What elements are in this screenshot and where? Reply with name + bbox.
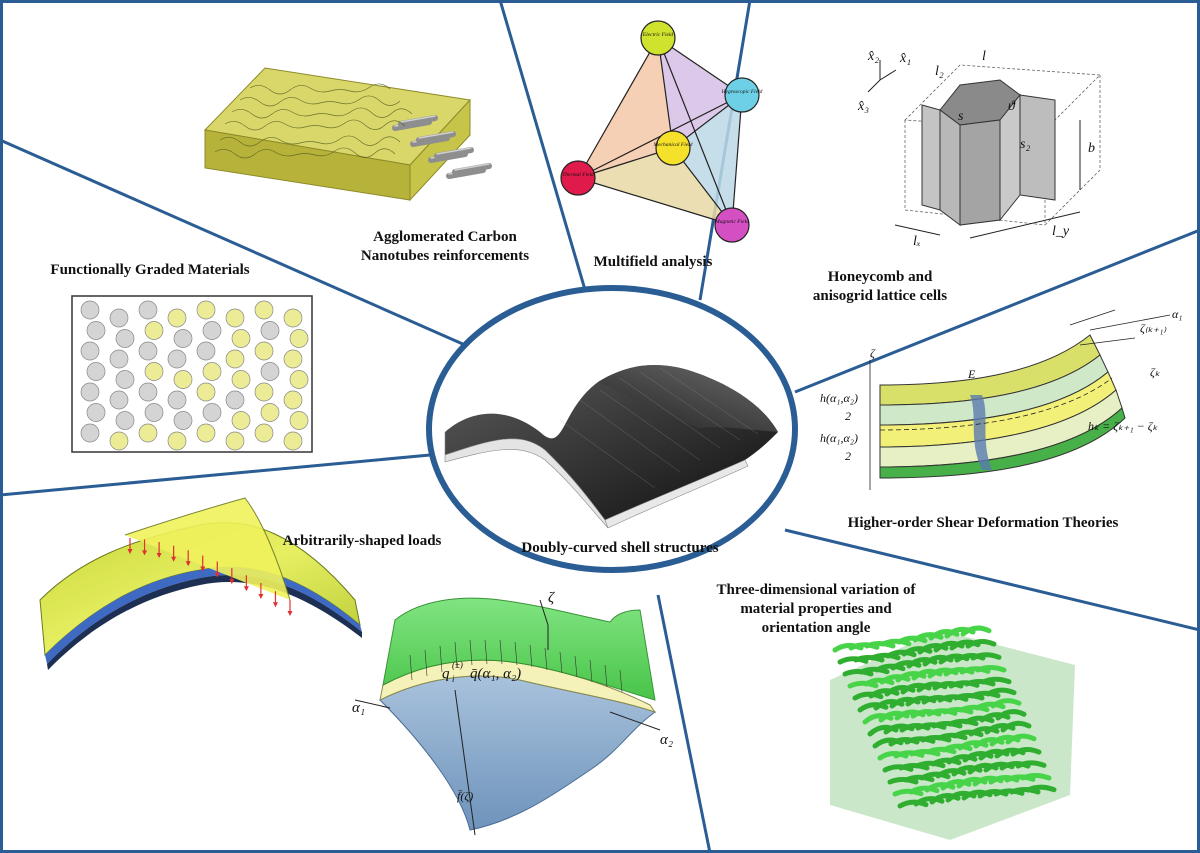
saddle-shell-icon bbox=[444, 365, 778, 529]
zeta-symbol-loads: ζ bbox=[548, 590, 555, 606]
hygroscopic-field-node bbox=[724, 77, 760, 113]
q-subscript: i bbox=[452, 674, 455, 684]
f-zeta-symbol: f̄(ζ) bbox=[457, 789, 473, 803]
x1-symbol: x̂₁ bbox=[899, 51, 911, 66]
alpha1-symbol-loads: α₁ bbox=[352, 700, 365, 716]
mechanical-field-node bbox=[655, 130, 691, 166]
thermal-field-label: Thermal Field bbox=[562, 172, 594, 178]
zeta-k1-symbol: ζ₍ₖ₊₁₎ bbox=[1140, 321, 1167, 335]
cnt-title-line2: Nanotubes reinforcements bbox=[360, 248, 530, 264]
l-symbol: l bbox=[982, 49, 986, 64]
alpha2-symbol-loads: α₂ bbox=[660, 732, 673, 748]
h-top-symbol: h(α₁,α₂) bbox=[820, 391, 858, 405]
electric-field-label: Electric Field bbox=[642, 32, 674, 38]
hygroscopic-field-label: Hygroscopic Field bbox=[721, 89, 763, 95]
variation-title-line3: orientation angle bbox=[761, 620, 871, 636]
variation-title: Three-dimensional variation of material … bbox=[696, 581, 936, 638]
x2-symbol: x̂₂ bbox=[867, 49, 879, 64]
two-bot-symbol: 2 bbox=[845, 449, 851, 463]
mechanical-field-label: Mechanical Field bbox=[653, 142, 693, 148]
loads-title: Arbitrarily-shaped loads bbox=[282, 533, 442, 549]
honeycomb-cell-diagram: x̂₂ x̂₁ x̂₃ l₂ l ϑ s s₂ b lₓ l_y bbox=[857, 49, 1101, 249]
ly-symbol: l_y bbox=[1052, 224, 1070, 239]
electric-field-node bbox=[640, 20, 676, 56]
variation-title-line1: Three-dimensional variation of bbox=[716, 582, 916, 598]
q-function: q̄(α₁, α₂) bbox=[470, 666, 521, 682]
cnt-block-icon bbox=[203, 67, 492, 202]
fgm-title: Functionally Graded Materials bbox=[50, 262, 250, 278]
e-symbol: E bbox=[967, 367, 976, 381]
magnetic-field-node bbox=[714, 207, 750, 243]
multifield-tetrahedron: Electric Field Hygroscopic Field Mechani… bbox=[560, 20, 763, 243]
thermal-field-node bbox=[560, 160, 596, 196]
loaded-panel-icon bbox=[39, 497, 362, 670]
q-superscript: (±) bbox=[452, 660, 463, 670]
fgm-particle-box bbox=[71, 295, 313, 453]
cnt-title: Agglomerated Carbon Nanotubes reinforcem… bbox=[330, 228, 560, 266]
q-symbol: q bbox=[442, 666, 450, 682]
hk-relation: hₖ = ζₖ₊₁ − ζₖ bbox=[1088, 419, 1159, 433]
honeycomb-title-line2: anisogrid lattice cells bbox=[812, 288, 948, 304]
lx-symbol: lₓ bbox=[913, 234, 921, 249]
zeta-k-symbol: ζₖ bbox=[1150, 365, 1161, 379]
alpha1-symbol-hsdt: α₁ bbox=[1172, 307, 1182, 321]
l2-symbol: l₂ bbox=[935, 64, 944, 79]
center-title: Doubly-curved shell structures bbox=[521, 540, 719, 556]
hsdt-title: Higher-order Shear Deformation Theories bbox=[847, 515, 1119, 531]
multifield-title: Multifield analysis bbox=[593, 254, 713, 270]
magnetic-field-label: Magnetic Field bbox=[714, 219, 749, 225]
s-symbol: s bbox=[958, 109, 964, 124]
honeycomb-title: Honeycomb and anisogrid lattice cells bbox=[780, 268, 980, 306]
cnt-title-line1: Agglomerated Carbon bbox=[373, 229, 517, 245]
load-distribution-diagram: ζ α₁ α₂ q (±) i q̄(α₁, α₂) f̄(ζ) bbox=[352, 590, 673, 836]
s2-symbol: s₂ bbox=[1020, 137, 1030, 152]
x3-symbol: x̂₃ bbox=[857, 99, 869, 114]
fiber-block-icon bbox=[830, 625, 1075, 840]
two-top-symbol: 2 bbox=[845, 409, 851, 423]
zeta-symbol-hsdt: ζ bbox=[870, 346, 876, 360]
h-bot-symbol: h(α₁,α₂) bbox=[820, 431, 858, 445]
theta-symbol: ϑ bbox=[1008, 99, 1016, 114]
honeycomb-title-line1: Honeycomb and bbox=[827, 269, 933, 285]
b-symbol: b bbox=[1088, 141, 1095, 156]
hsdt-laminate-diagram: ζ α₁ E h(α₁,α₂) 2 h(α₁,α₂) 2 ζ₍ₖ₊₁₎ ζₖ h… bbox=[820, 307, 1182, 490]
variation-title-line2: material properties and bbox=[740, 601, 892, 617]
